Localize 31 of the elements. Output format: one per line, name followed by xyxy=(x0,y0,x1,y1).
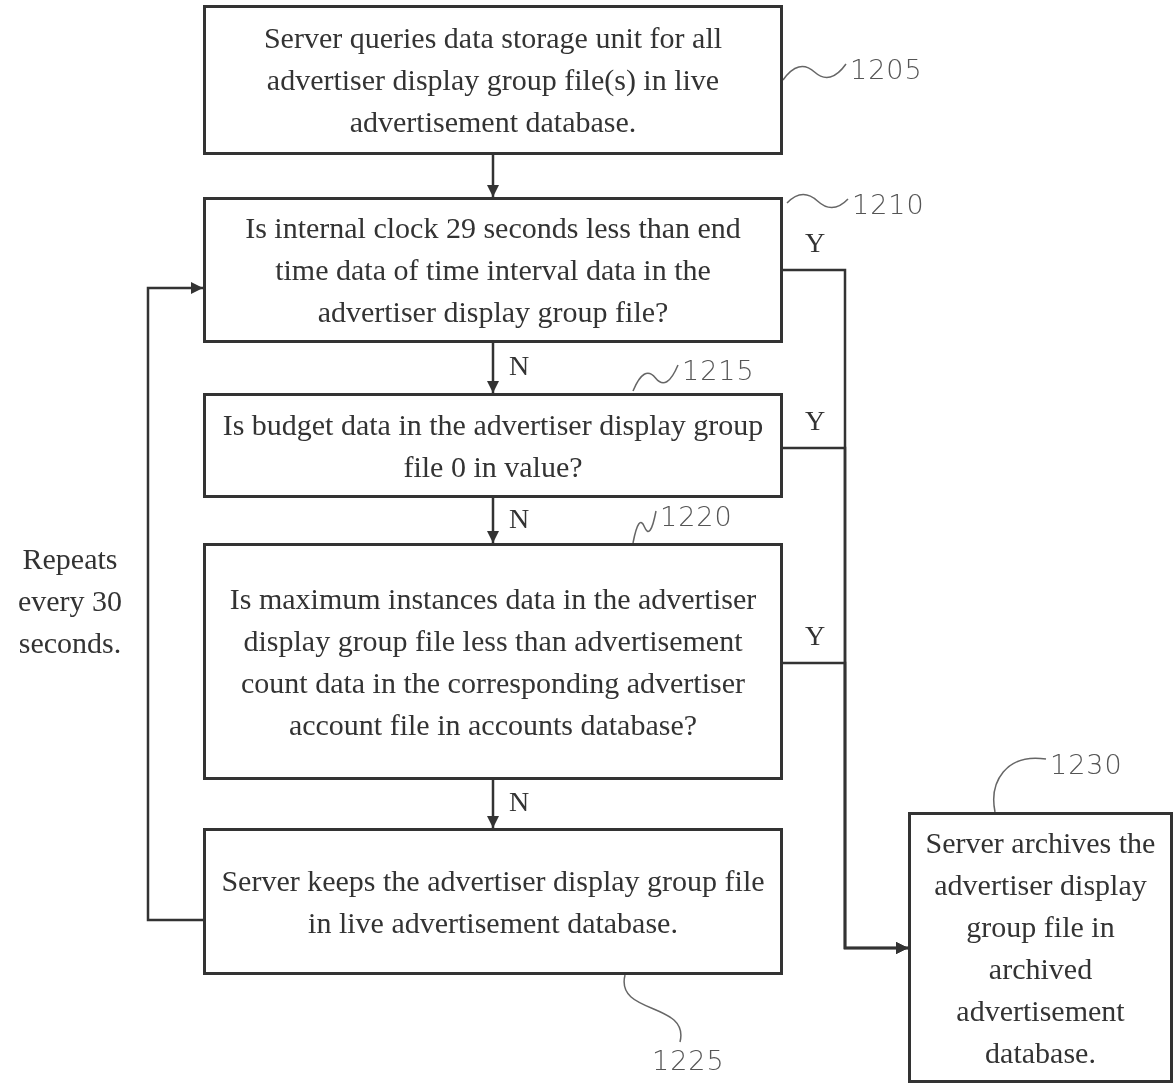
reference-numeral: 1210 xyxy=(852,190,925,220)
reference-numeral: 1225 xyxy=(652,1046,725,1076)
note-text: Repeats every 30 seconds. xyxy=(16,541,124,661)
arrow xyxy=(146,282,203,922)
arrow xyxy=(487,155,499,197)
process-box xyxy=(908,812,1173,1083)
decision-box xyxy=(203,393,783,498)
leader-line xyxy=(993,757,1047,813)
box-text: Server queries data storage unit for all advertiser display group file(s) in live advertisement database. xyxy=(262,20,724,140)
arrow xyxy=(487,780,499,828)
leader-line xyxy=(786,193,849,209)
decision-box xyxy=(203,197,783,343)
process-box xyxy=(203,5,783,155)
leader-line xyxy=(623,974,682,1043)
box-text: Is maximum instances data in the advertiser display group file less than advertisement count data in the corresponding advertiser account file in accounts database? xyxy=(228,580,758,743)
reference-numeral: 1205 xyxy=(850,55,923,85)
reference-numeral: 1215 xyxy=(682,356,755,386)
leader-line xyxy=(632,364,679,392)
reference-numeral: 1230 xyxy=(1050,750,1123,780)
box-text: Server keeps the advertiser display group file in live advertisement database. xyxy=(220,862,766,941)
box-text: Server archives the advertiser display group file in archived advertisement database. xyxy=(925,824,1156,1071)
box-text: Is budget data in the advertiser display group file 0 in value? xyxy=(221,406,765,485)
process-box xyxy=(203,828,783,975)
decision-box xyxy=(203,543,783,780)
leader-line xyxy=(632,510,657,544)
arrow xyxy=(487,498,499,543)
leader-line xyxy=(782,63,847,81)
arrow xyxy=(783,661,908,954)
reference-numeral: 1220 xyxy=(660,502,733,532)
box-text: Is internal clock 29 seconds less than end time data of time interval data in the advertiser display group file? xyxy=(244,210,742,330)
arrow xyxy=(487,343,499,393)
